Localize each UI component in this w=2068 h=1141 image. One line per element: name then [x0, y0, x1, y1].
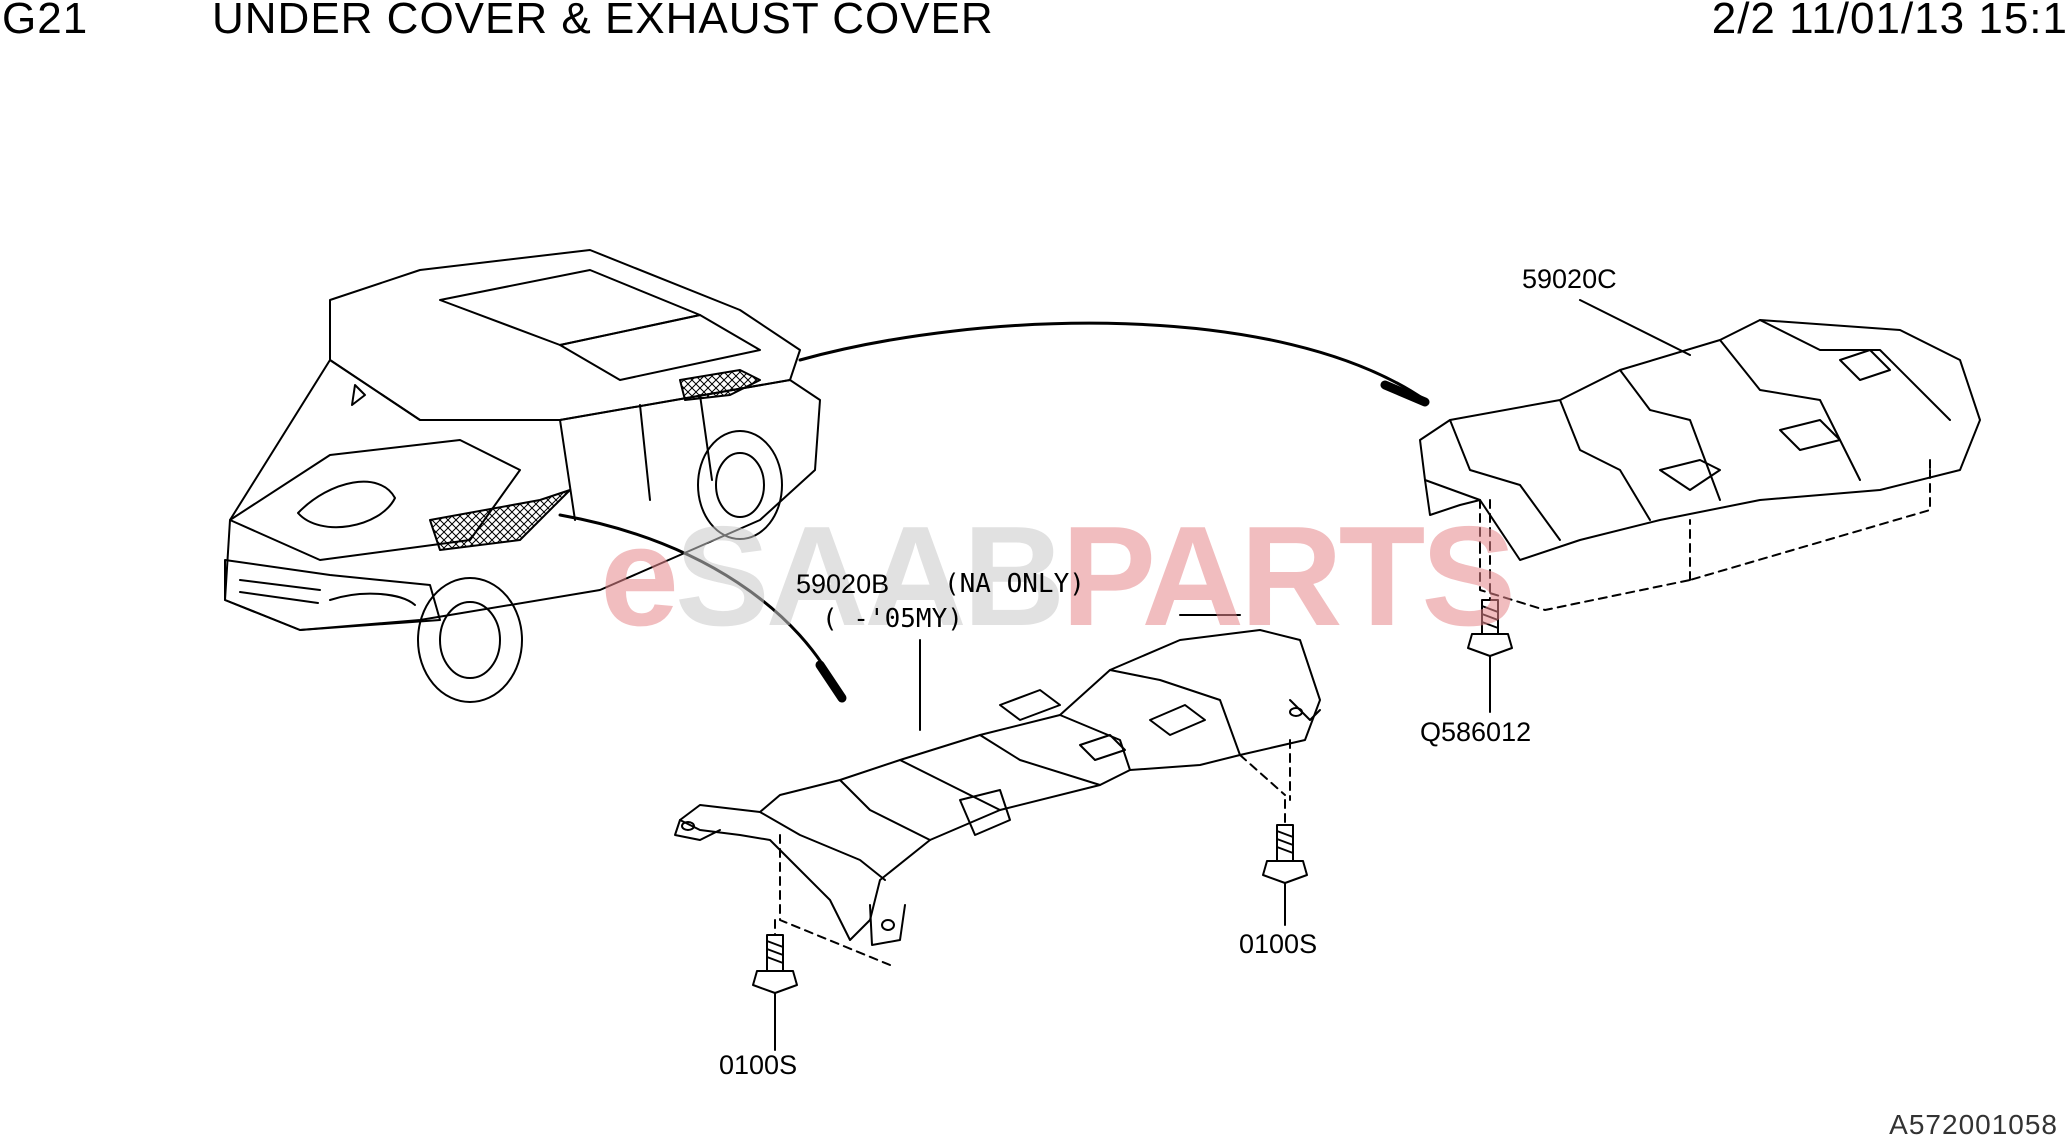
part-label-0100s-right: 0100S: [1239, 929, 1318, 959]
part-label-0100s-left: 0100S: [719, 1050, 798, 1080]
diagram-reference-number: A572001058: [1889, 1109, 2058, 1140]
watermark-e: e: [600, 497, 679, 656]
page-date-meta: 2/2 11/01/13 15:1: [1711, 0, 2068, 43]
cover-59020b-drawing: [674, 614, 1321, 966]
bolt-q586012-drawing: [1467, 499, 1513, 713]
watermark-saab: SAAB: [674, 497, 1065, 656]
bolt-0100s-right-drawing: [1262, 799, 1308, 926]
part-label-59020b: 59020B: [796, 569, 890, 599]
leader-curve-right: [798, 321, 1427, 402]
bolt-0100s-left-drawing: [752, 919, 798, 1051]
part-note-model-year: ( -'05MY): [822, 604, 963, 634]
esaabparts-watermark-logo: eSAABPARTS: [600, 495, 1516, 659]
diagram-title: UNDER COVER & EXHAUST COVER: [212, 0, 994, 43]
part-label-q586012: Q586012: [1420, 717, 1532, 747]
diagram-code: G21: [2, 0, 89, 43]
watermark-parts: PARTS: [1061, 497, 1516, 656]
part-label-59020c: 59020C: [1522, 264, 1617, 294]
cover-59020c-drawing: [1419, 299, 1981, 611]
vehicle-drawing: [224, 249, 821, 703]
part-note-na-only: (NA ONLY): [944, 569, 1085, 599]
